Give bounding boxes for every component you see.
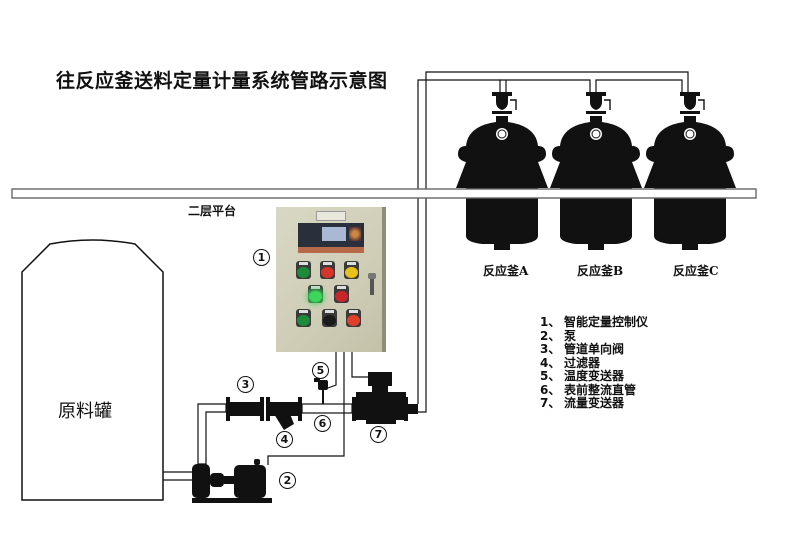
panel-key-icon bbox=[368, 273, 376, 295]
lcd-screen bbox=[322, 227, 346, 241]
panel-button[interactable] bbox=[346, 309, 361, 327]
check-valve bbox=[226, 397, 264, 421]
legend: 1、智能定量控制仪 2、泵 3、管道单向阀 4、过滤器 5、温度变送器 6、表前… bbox=[540, 315, 649, 411]
second-floor-platform bbox=[11, 188, 757, 199]
indicator-light-icon bbox=[297, 315, 310, 326]
callout-1: 1 bbox=[253, 249, 270, 266]
panel-button[interactable] bbox=[296, 261, 311, 279]
raw-material-tank bbox=[21, 239, 164, 501]
legend-item: 5、温度变送器 bbox=[540, 369, 625, 383]
indicator-light-icon bbox=[345, 267, 358, 278]
legend-item: 2、泵 bbox=[540, 328, 577, 343]
nameplate bbox=[316, 211, 346, 221]
riser-pipe bbox=[417, 71, 689, 413]
legend-item: 4、过滤器 bbox=[540, 355, 601, 370]
pump bbox=[192, 459, 272, 503]
callout-2: 2 bbox=[279, 472, 296, 489]
discharge-pipe bbox=[197, 403, 227, 465]
callout-3: 3 bbox=[237, 376, 254, 393]
callout-7: 7 bbox=[370, 426, 387, 443]
flow-transmitter bbox=[352, 372, 418, 424]
tank-label: 原料罐 bbox=[58, 401, 112, 422]
inlet-valve-icon bbox=[492, 92, 512, 114]
indicator-light-icon bbox=[297, 267, 310, 278]
callout-4: 4 bbox=[276, 431, 293, 448]
signal-wires bbox=[267, 352, 368, 465]
legend-item: 3、管道单向阀 bbox=[540, 342, 625, 356]
filter bbox=[266, 397, 302, 430]
reactor-a bbox=[456, 92, 548, 250]
manhole-icon bbox=[682, 126, 698, 142]
callout-6: 6 bbox=[314, 415, 331, 432]
controller-keypad bbox=[349, 227, 361, 241]
reactor-label-a: 反应釜A bbox=[483, 264, 529, 278]
reactor-b bbox=[550, 92, 642, 250]
inlet-valve-icon bbox=[586, 92, 606, 114]
callout-5: 5 bbox=[312, 362, 329, 379]
floor-label: 二层平台 bbox=[188, 204, 237, 218]
panel-button[interactable] bbox=[308, 285, 323, 303]
panel-button[interactable] bbox=[344, 261, 359, 279]
indicator-light-icon bbox=[347, 315, 360, 326]
inlet-valve-icon bbox=[680, 92, 700, 114]
legend-item: 1、智能定量控制仪 bbox=[540, 315, 649, 329]
manhole-icon bbox=[494, 126, 510, 142]
diagram-title: 往反应釜送料定量计量系统管路示意图 bbox=[56, 70, 388, 92]
suction-pipe bbox=[163, 471, 196, 481]
indicator-light-icon bbox=[321, 267, 334, 278]
panel-button[interactable] bbox=[322, 309, 337, 327]
reactor-vessel bbox=[456, 116, 548, 250]
controller-display bbox=[298, 223, 364, 253]
reactor-vessel bbox=[644, 116, 736, 250]
reactor-c bbox=[644, 92, 736, 250]
panel-button[interactable] bbox=[320, 261, 335, 279]
legend-item: 7、流量变送器 bbox=[540, 396, 625, 410]
legend-item: 6、表前整流直管 bbox=[540, 382, 637, 397]
temperature-transmitter bbox=[314, 378, 328, 404]
indicator-light-icon bbox=[335, 291, 348, 302]
reactor-label-b: 反应釜B bbox=[577, 264, 624, 278]
panel-button[interactable] bbox=[296, 309, 311, 327]
reactor-label-c: 反应釜C bbox=[673, 264, 719, 278]
manhole-icon bbox=[588, 126, 604, 142]
indicator-light-icon bbox=[323, 315, 336, 326]
panel-button[interactable] bbox=[334, 285, 349, 303]
reactor-vessel bbox=[550, 116, 642, 250]
reactors bbox=[456, 92, 736, 250]
indicator-light-icon bbox=[309, 291, 322, 302]
control-panel bbox=[276, 207, 386, 352]
